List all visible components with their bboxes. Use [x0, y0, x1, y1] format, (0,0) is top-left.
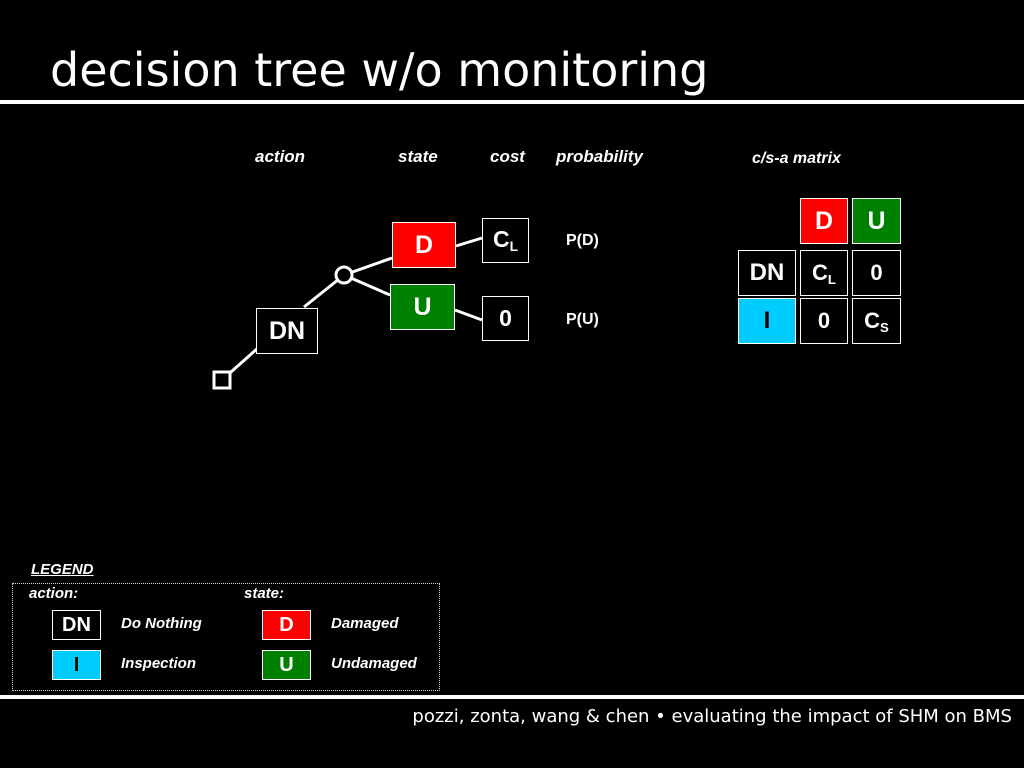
matrix-cell-dn-u-value: 0 [870, 260, 883, 285]
matrix-col-undamaged-label: U [867, 206, 886, 235]
edge-damaged-to-cost [455, 236, 483, 248]
state-node-undamaged-label: U [413, 292, 432, 321]
legend-i-box: I [52, 650, 101, 680]
cost-node-undamaged-value: 0 [499, 305, 512, 331]
legend-action-label: action: [29, 585, 79, 602]
legend-dn-text: Do Nothing [121, 615, 202, 632]
matrix-cell-dn-u: 0 [852, 250, 901, 296]
slide-title: decision tree w/o monitoring [50, 43, 709, 97]
footer-text: pozzi, zonta, wang & chen • evaluating t… [412, 706, 1012, 727]
cost-node-damaged-sub: L [509, 239, 519, 255]
header-action: action [255, 147, 306, 166]
legend-panel [12, 583, 440, 691]
action-node-label: DN [268, 316, 306, 345]
prob-damaged: P(D) [566, 232, 599, 249]
header-cost: cost [490, 147, 525, 166]
legend-d-box: D [262, 610, 311, 640]
legend-i-abbr: I [73, 653, 80, 676]
state-node-damaged: D [392, 222, 456, 268]
matrix-cell-dn-d-main: C [812, 259, 828, 285]
matrix-cell-i-u-value: CS [864, 308, 889, 335]
matrix-row-i: I [738, 298, 796, 344]
decision-node-square [212, 370, 232, 390]
matrix-cell-i-d-value: 0 [817, 308, 831, 333]
cost-node-undamaged: 0 [482, 296, 529, 341]
action-node-dn: DN [256, 308, 318, 354]
matrix-title: c/s-a matrix [752, 150, 841, 167]
matrix-col-damaged-label: D [814, 206, 834, 235]
matrix-row-i-label: I [763, 307, 771, 334]
legend-state-label: state: [244, 585, 285, 602]
legend-title: LEGEND [31, 561, 94, 578]
header-state: state [398, 147, 438, 166]
legend-i-text: Inspection [121, 655, 197, 672]
matrix-cell-dn-d: CL [800, 250, 848, 296]
footer-divider [0, 695, 1024, 699]
header-probability: probability [556, 147, 643, 166]
cost-node-damaged-value: CL [493, 226, 518, 254]
matrix-cell-i-u-main: C [864, 307, 881, 333]
state-node-undamaged: U [390, 284, 455, 330]
matrix-cell-dn-d-sub: L [827, 271, 836, 287]
title-divider [0, 100, 1024, 104]
legend-d-text: Damaged [331, 615, 399, 632]
matrix-cell-i-d: 0 [800, 298, 848, 344]
legend-d-abbr: D [279, 613, 294, 636]
legend-u-text: Undamaged [331, 655, 417, 672]
legend-u-box: U [262, 650, 311, 680]
legend-dn-abbr: DN [62, 613, 91, 636]
matrix-cell-i-u-sub: S [880, 319, 889, 335]
matrix-row-dn: DN [738, 250, 796, 296]
matrix-cell-dn-d-value: CL [812, 260, 836, 287]
cost-node-damaged: CL [482, 218, 529, 263]
matrix-row-dn-label: DN [749, 259, 785, 286]
matrix-col-damaged: D [800, 198, 848, 244]
matrix-cell-i-u: CS [852, 298, 901, 344]
prob-undamaged: P(U) [566, 311, 599, 328]
legend-dn-box: DN [52, 610, 101, 640]
edge-undamaged-to-cost [454, 308, 483, 322]
legend-u-abbr: U [279, 653, 294, 676]
matrix-col-undamaged: U [852, 198, 901, 244]
chance-node-circle [334, 265, 354, 285]
state-node-damaged-label: D [414, 230, 434, 259]
cost-node-damaged-main: C [492, 226, 510, 253]
